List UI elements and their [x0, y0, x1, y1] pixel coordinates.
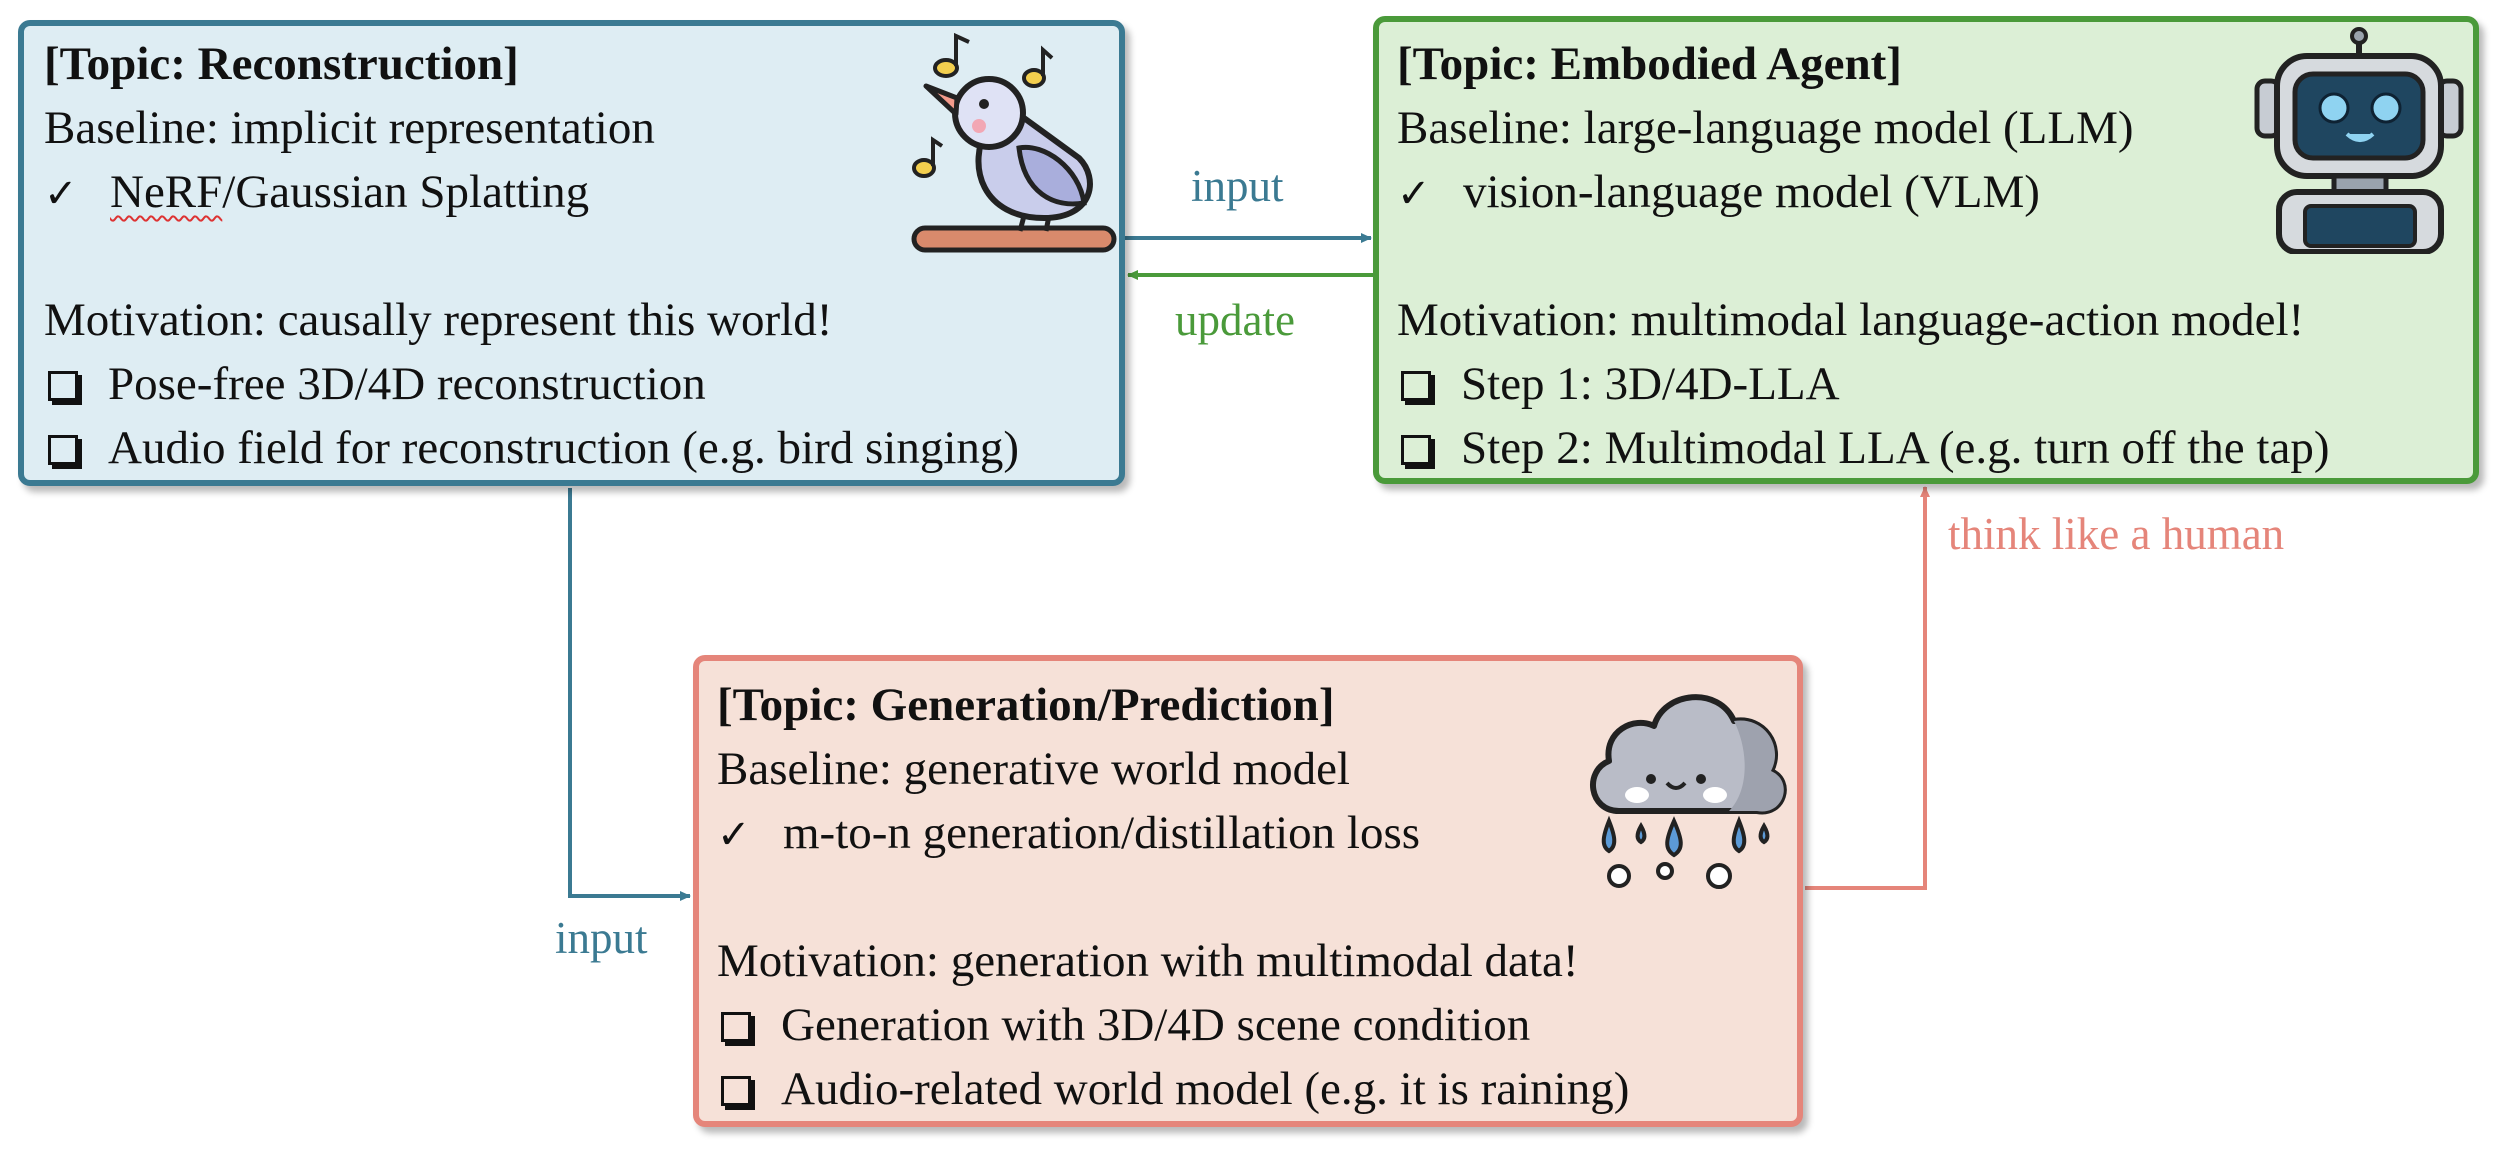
arrow-recon-to-gen: [568, 488, 691, 901]
embodied-agent-todo-item: Step 2: Multimodal LLA (e.g. turn off th…: [1397, 416, 2330, 480]
edge-label-think-like-human: think like a human: [1948, 509, 2285, 559]
todo-label: Step 2: Multimodal LLA (e.g. turn off th…: [1461, 422, 2330, 474]
checkbox-icon: [1401, 371, 1431, 401]
generation-baseline: Baseline: generative world model: [717, 743, 1350, 795]
rain-cloud-icon: [1590, 694, 1787, 889]
checkbox-icon: [48, 435, 78, 465]
check-icon: ✓: [44, 171, 78, 217]
checkbox-icon: [721, 1076, 751, 1106]
todo-label: Pose-free 3D/4D reconstruction: [108, 358, 706, 410]
generation-title: [Topic: Generation/Prediction]: [717, 679, 1335, 731]
todo-label: Audio-related world model (e.g. it is ra…: [781, 1063, 1630, 1115]
generation-todo-item: Audio-related world model (e.g. it is ra…: [717, 1057, 1629, 1121]
reconstruction-baseline-item: ✓ NeRF/Gaussian Splatting: [44, 160, 589, 226]
gaussian-splatting-text: /Gaussian Splatting: [222, 166, 590, 218]
baseline-item-label: vision-language model (VLM): [1463, 166, 2040, 218]
nerf-text: NeRF: [110, 166, 223, 218]
embodied-agent-todo-item: Step 1: 3D/4D-LLA: [1397, 352, 1840, 416]
baseline-item-label: m-to-n generation/distillation loss: [783, 807, 1421, 859]
check-icon: ✓: [717, 812, 751, 858]
todo-label: Generation with 3D/4D scene condition: [781, 999, 1531, 1051]
reconstruction-todo-item: Pose-free 3D/4D reconstruction: [44, 352, 706, 416]
bird-singing-icon: [911, 32, 1117, 253]
embodied-agent-box: [Topic: Embodied Agent] Baseline: large-…: [1373, 16, 2479, 484]
generation-box: [Topic: Generation/Prediction] Baseline:…: [693, 655, 1803, 1127]
reconstruction-title: [Topic: Reconstruction]: [44, 38, 519, 90]
check-icon: ✓: [1397, 171, 1431, 217]
embodied-agent-baseline: Baseline: large-language model (LLM): [1397, 102, 2134, 154]
reconstruction-box: [Topic: Reconstruction] Baseline: implic…: [18, 20, 1125, 486]
edge-label-update: update: [1175, 295, 1295, 345]
generation-baseline-item: ✓ m-to-n generation/distillation loss: [717, 801, 1420, 867]
todo-label: Audio field for reconstruction (e.g. bir…: [108, 422, 1020, 474]
todo-label: Step 1: 3D/4D-LLA: [1461, 358, 1840, 410]
embodied-agent-motivation: Motivation: multimodal language-action m…: [1397, 294, 2305, 346]
arrow-gen-to-agent: [1805, 486, 1930, 890]
edge-label-input: input: [555, 913, 648, 963]
robot-icon: [2254, 27, 2464, 254]
generation-motivation: Motivation: generation with multimodal d…: [717, 935, 1579, 987]
reconstruction-motivation: Motivation: causally represent this worl…: [44, 294, 833, 346]
edge-label-input: input: [1191, 161, 1284, 211]
reconstruction-baseline: Baseline: implicit representation: [44, 102, 655, 154]
embodied-agent-title: [Topic: Embodied Agent]: [1397, 38, 1902, 90]
checkbox-icon: [1401, 435, 1431, 465]
checkbox-icon: [48, 371, 78, 401]
embodied-agent-baseline-item: ✓ vision-language model (VLM): [1397, 160, 2040, 226]
reconstruction-todo-item: Audio field for reconstruction (e.g. bir…: [44, 416, 1019, 480]
generation-todo-item: Generation with 3D/4D scene condition: [717, 993, 1530, 1057]
checkbox-icon: [721, 1012, 751, 1042]
